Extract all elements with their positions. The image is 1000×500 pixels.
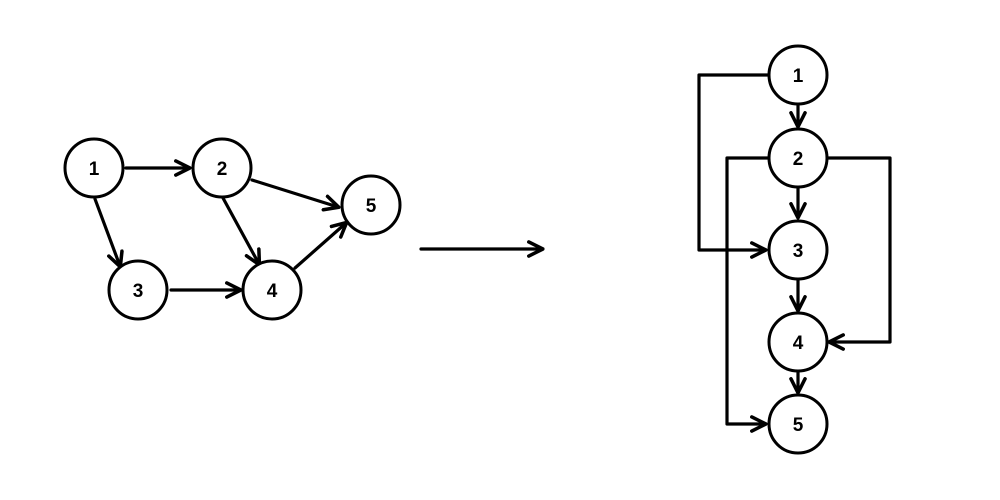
left-node-5: 5	[340, 174, 402, 236]
right-graph: 1 2 3 4 5	[697, 44, 892, 455]
right-node-3: 3	[767, 219, 829, 281]
left-node-2: 2	[191, 137, 253, 199]
right-node-5-label: 5	[793, 415, 804, 436]
left-node-5-label: 5	[366, 196, 377, 217]
left-node-3-label: 3	[133, 281, 144, 302]
left-graph: 1 2 3 4 5	[63, 137, 402, 321]
right-edge-1-3	[697, 73, 770, 259]
left-node-2-label: 2	[217, 159, 228, 180]
left-edge-2-5	[250, 178, 341, 212]
left-edge-2-4	[221, 196, 262, 267]
right-node-5: 5	[767, 393, 829, 455]
left-node-1: 1	[63, 137, 125, 199]
right-node-4-label: 4	[793, 333, 804, 354]
left-node-4: 4	[241, 259, 303, 321]
left-node-4-label: 4	[267, 281, 278, 302]
right-node-2-label: 2	[793, 149, 804, 170]
right-edge-2-4	[826, 156, 892, 351]
right-node-1-label: 1	[793, 66, 804, 87]
left-edge-4-5	[293, 220, 349, 270]
right-node-2: 2	[767, 127, 829, 189]
left-node-3: 3	[107, 259, 169, 321]
left-node-1-label: 1	[89, 159, 100, 180]
right-edge-2-5	[725, 156, 770, 433]
right-node-3-label: 3	[793, 241, 804, 262]
left-edge-1-3	[93, 197, 124, 269]
right-node-1: 1	[767, 44, 829, 106]
right-node-4: 4	[767, 311, 829, 373]
